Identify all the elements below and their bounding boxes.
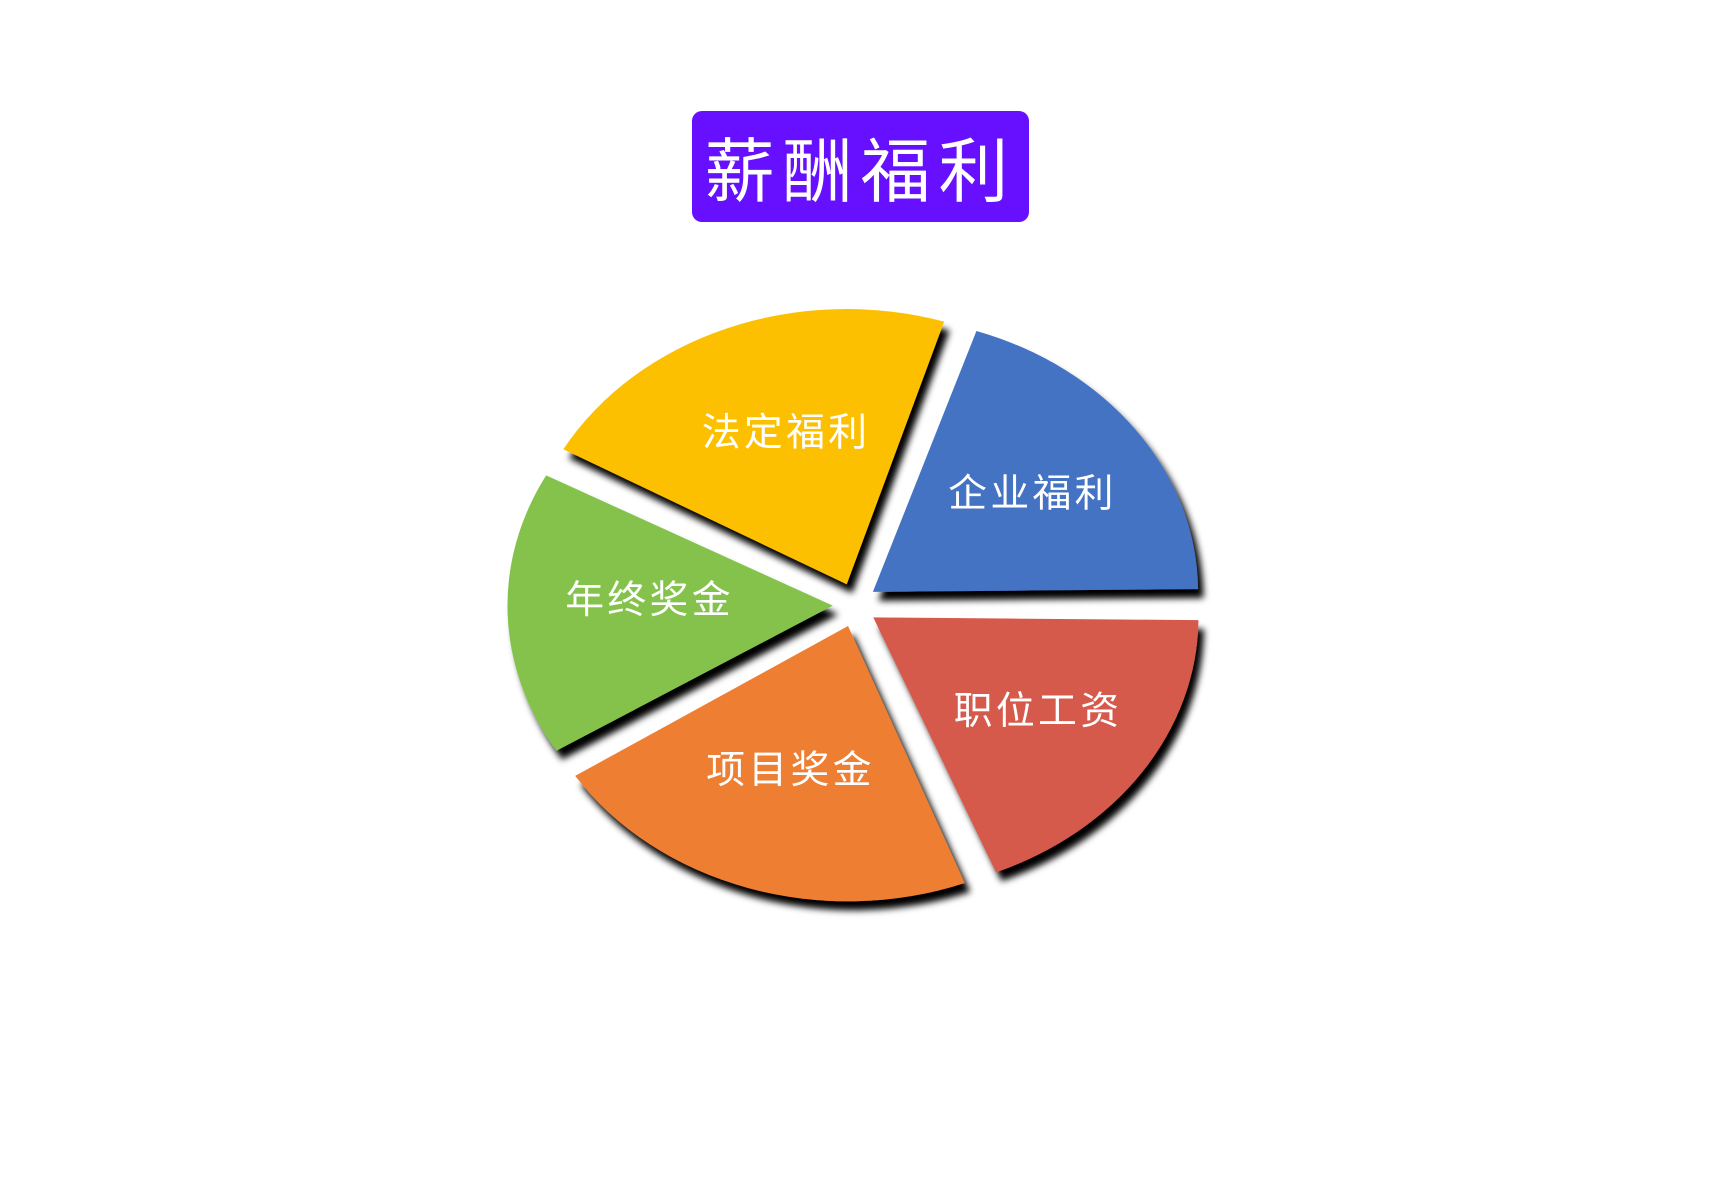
slice-label-position-salary: 职位工资 — [954, 689, 1123, 734]
slice-label-company-welfare: 企业福利 — [948, 472, 1117, 517]
slice-label-annual-bonus: 年终奖金 — [565, 578, 734, 623]
page-title: 薪酬福利 — [704, 131, 1017, 213]
pie-slice-statutory-welfare — [563, 309, 945, 585]
slice-label-statutory-welfare: 法定福利 — [702, 411, 871, 456]
pie-slice-project-bonus — [575, 626, 965, 902]
pie-slice-annual-bonus — [507, 475, 833, 751]
title-banner: 薪酬福利 — [692, 111, 1029, 222]
pie-slice-company-welfare — [872, 330, 1199, 592]
slice-label-project-bonus: 项目奖金 — [706, 748, 875, 793]
pie-slice-position-salary — [873, 617, 1199, 873]
